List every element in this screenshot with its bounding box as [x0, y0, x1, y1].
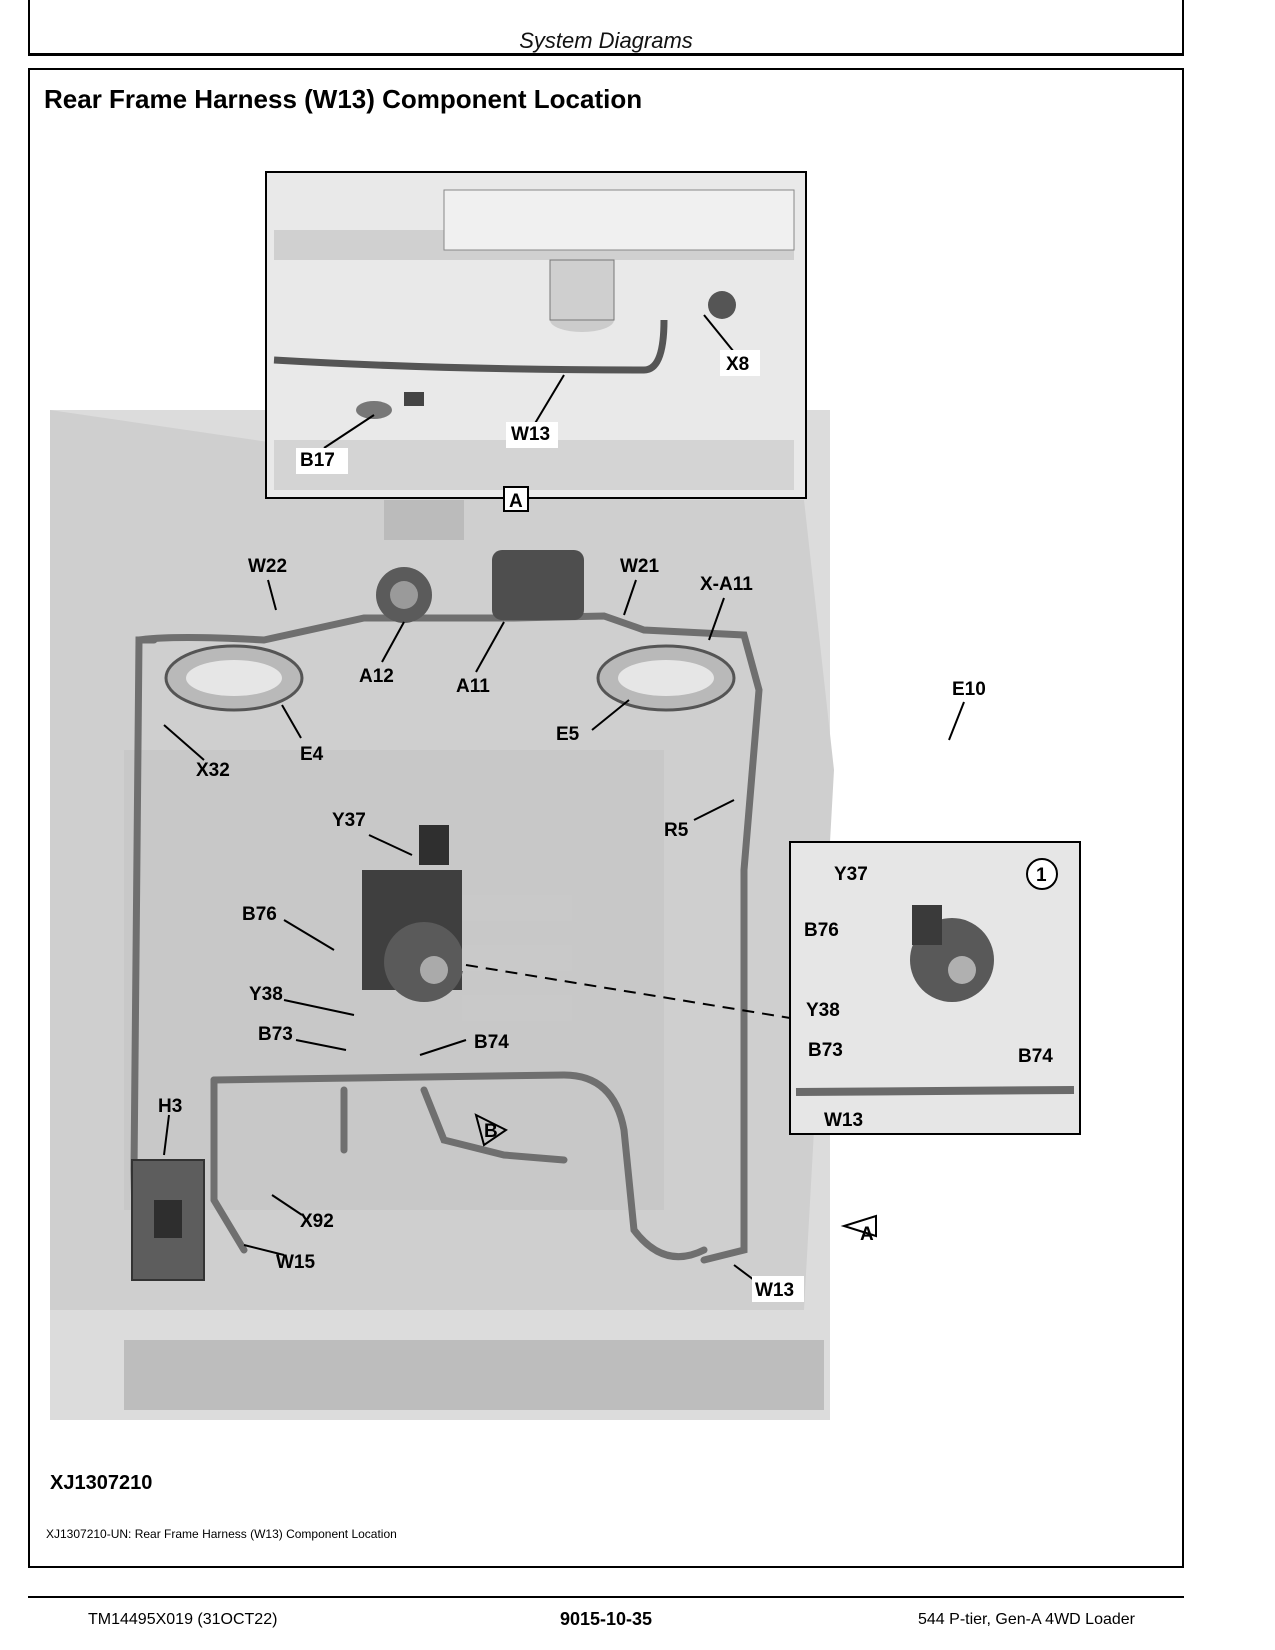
callout-labels: X8 W13 B17 A W22 W21 X-A11 A12 A11 E10 E…	[158, 350, 1058, 1302]
callout-w21: W21	[620, 556, 660, 577]
harness-figure: X8 W13 B17 A W22 W21 X-A11 A12 A11 E10 E…	[44, 170, 1154, 1440]
callout-b73: B73	[258, 1024, 293, 1045]
footer-page-number: 9015-10-35	[559, 1609, 653, 1629]
callout-h3: H3	[158, 1096, 182, 1117]
view-a-arrow-label: A	[860, 1224, 874, 1245]
detail-inset-1	[465, 841, 1081, 1135]
inset-view-a	[265, 171, 807, 499]
callout-x8: X8	[726, 354, 749, 375]
detail-callout-b76: B76	[804, 920, 839, 941]
view-a-arrow	[840, 1214, 877, 1238]
callout-x-a11: X-A11	[700, 574, 753, 595]
detail-callout-w13: W13	[824, 1110, 863, 1131]
page-frame	[28, 68, 1184, 1568]
components	[131, 550, 736, 1281]
view-a-marker: A	[509, 491, 523, 512]
detail-callout-y37: Y37	[834, 864, 868, 885]
header-frame	[28, 0, 1184, 56]
callout-b76: B76	[242, 904, 277, 925]
harness-wires	[130, 612, 763, 1274]
detail-callout-y38: Y38	[806, 1000, 840, 1021]
callout-r5: R5	[664, 820, 689, 841]
view-b-label: B	[484, 1121, 498, 1142]
callout-b17: B17	[300, 450, 335, 471]
detail-callout-b73: B73	[808, 1040, 843, 1061]
callout-w13-top: W13	[511, 424, 550, 445]
callout-x92: X92	[300, 1211, 334, 1232]
footer-rule	[28, 1596, 1184, 1598]
section-title: System Diagrams	[519, 28, 693, 53]
footer-machine-model: 544 P-tier, Gen-A 4WD Loader	[918, 1611, 1135, 1628]
figure-id: XJ1307210	[50, 1472, 153, 1494]
callout-e5: E5	[556, 724, 580, 745]
callout-e10: E10	[952, 679, 986, 700]
figure-caption: XJ1307210-UN: Rear Frame Harness (W13) C…	[46, 1527, 397, 1541]
callout-b74: B74	[474, 1032, 509, 1053]
callout-w13-bottom: W13	[755, 1280, 794, 1301]
callout-w22: W22	[248, 556, 287, 577]
view-b-arrow	[474, 1113, 508, 1147]
callout-e4: E4	[300, 744, 324, 765]
callout-x32: X32	[196, 760, 230, 781]
callout-a12: A12	[359, 666, 394, 687]
leader-lines	[163, 314, 965, 1281]
footer-doc-id: TM14495X019 (31OCT22)	[88, 1611, 278, 1628]
page-title: Rear Frame Harness (W13) Component Locat…	[44, 84, 643, 114]
harness-illustration: X8 W13 B17 A W22 W21 X-A11 A12 A11 E10 E…	[50, 171, 1081, 1420]
callout-a11: A11	[456, 676, 490, 697]
callout-w15: W15	[276, 1252, 316, 1273]
callout-y38: Y38	[249, 984, 283, 1005]
detail-number: 1	[1036, 865, 1047, 886]
callout-y37: Y37	[332, 810, 366, 831]
detail-callout-b74: B74	[1018, 1046, 1053, 1067]
